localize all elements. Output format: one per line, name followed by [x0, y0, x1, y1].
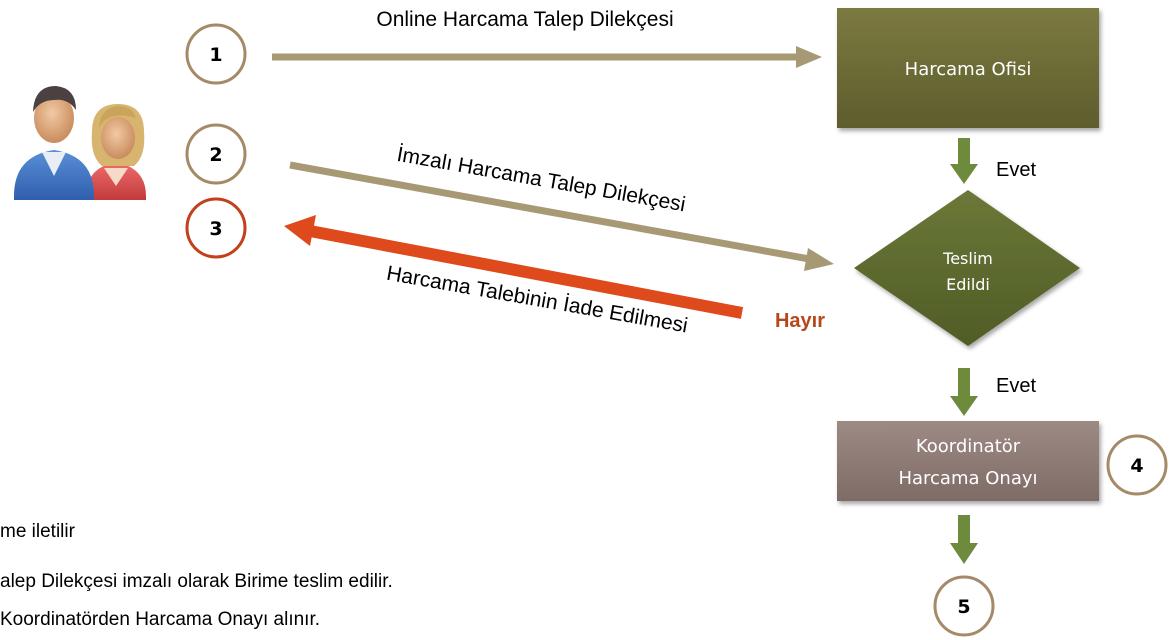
step-number: 5: [957, 596, 970, 618]
step-number: 2: [209, 144, 222, 166]
arrow-to-step-5: [950, 515, 978, 564]
return-request-arrow: [284, 215, 744, 319]
office-label: Harcama Ofisi: [905, 59, 1032, 80]
coordinator-box: Koordinatör Harcama Onayı: [837, 421, 1099, 501]
step-circle-5: 5: [933, 575, 995, 637]
signed-request-arrow: [289, 161, 834, 271]
note-line-1: me iletilir: [0, 521, 75, 542]
yes-label-bottom: Evet: [996, 375, 1036, 397]
online-request-label: Online Harcama Talep Dilekçesi: [376, 8, 673, 31]
step-number: 3: [209, 218, 222, 240]
yes-arrow-bottom: [950, 368, 978, 416]
step-circle-4: 4: [1106, 434, 1168, 496]
coordinator-label-line1: Koordinatör: [916, 436, 1021, 457]
coordinator-label-line2: Harcama Onayı: [898, 468, 1037, 489]
step-number: 1: [209, 44, 222, 66]
decision-label-line2: Edildi: [946, 275, 990, 294]
signed-request-label: İmzalı Harcama Talep Dilekçesi: [395, 143, 687, 216]
yes-arrow-top: [950, 138, 978, 184]
decision-diamond: Teslim Edildi: [854, 190, 1080, 346]
decision-label-line1: Teslim: [942, 249, 993, 268]
step-number: 4: [1130, 455, 1143, 477]
note-line-3: Koordinatörden Harcama Onayı alınır.: [0, 609, 321, 630]
users-icon: [14, 86, 146, 200]
office-box: Harcama Ofisi: [837, 8, 1099, 128]
online-request-arrow: [272, 46, 822, 68]
note-line-2: alep Dilekçesi imzalı olarak Birime tesl…: [0, 571, 393, 592]
yes-label-top: Evet: [996, 159, 1036, 181]
step-circle-2: 2: [185, 123, 247, 185]
no-branch-label: Hayır: [775, 310, 825, 332]
step-circle-3: 3: [185, 197, 247, 259]
step-circle-1: 1: [185, 23, 247, 85]
